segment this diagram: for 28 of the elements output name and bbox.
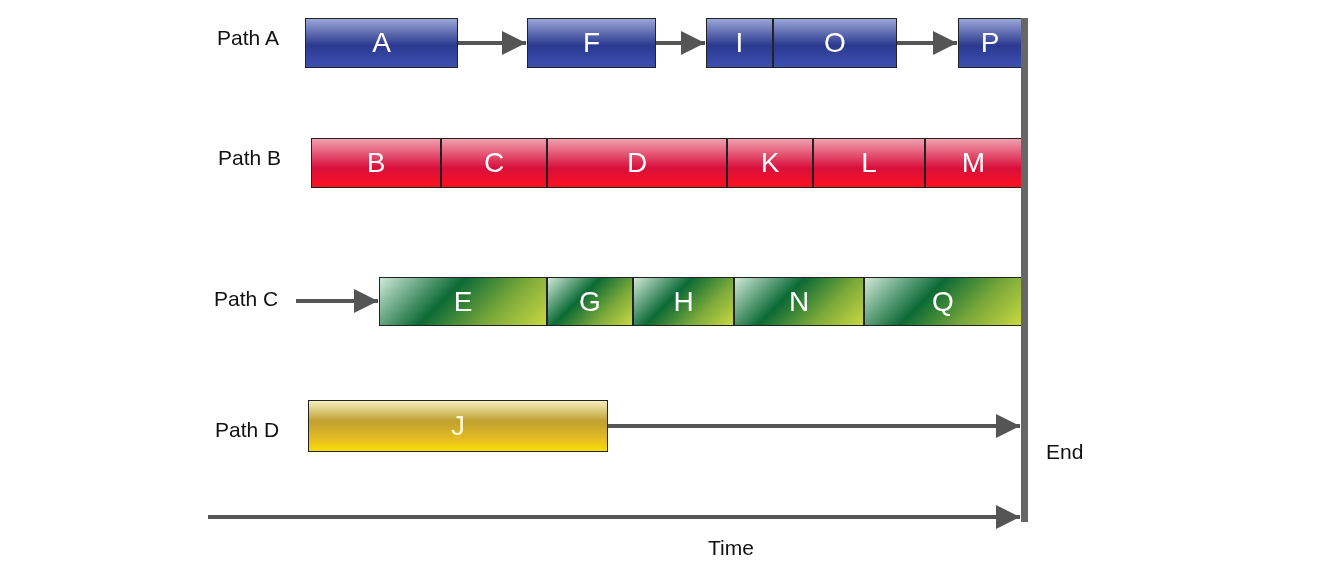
task-bar: I <box>706 18 773 68</box>
task-bar: G <box>547 277 633 326</box>
task-bar: C <box>441 138 547 188</box>
path-label: Path D <box>215 418 280 442</box>
task-bar: P <box>958 18 1022 68</box>
axis-label: Time <box>708 536 754 560</box>
arrow <box>296 289 378 313</box>
path-label: Path B <box>218 146 282 170</box>
path-label: Path C <box>214 287 296 315</box>
task-bar: A <box>305 18 458 68</box>
path-label: Path A <box>217 26 279 50</box>
task-bar: N <box>734 277 864 326</box>
task-bar: O <box>773 18 897 68</box>
arrow <box>656 31 705 55</box>
task-bar: M <box>925 138 1022 188</box>
end-label: End <box>1046 440 1084 464</box>
arrow <box>897 31 957 55</box>
arrow <box>458 31 526 55</box>
task-bar: B <box>311 138 441 188</box>
task-bar: D <box>547 138 727 188</box>
task-bar: F <box>527 18 656 68</box>
task-bar: Q <box>864 277 1022 326</box>
arrow <box>608 414 1020 438</box>
task-bar: E <box>379 277 547 326</box>
task-bar: K <box>727 138 813 188</box>
task-bar: L <box>813 138 925 188</box>
task-bar: H <box>633 277 734 326</box>
task-bar: J <box>308 400 608 452</box>
